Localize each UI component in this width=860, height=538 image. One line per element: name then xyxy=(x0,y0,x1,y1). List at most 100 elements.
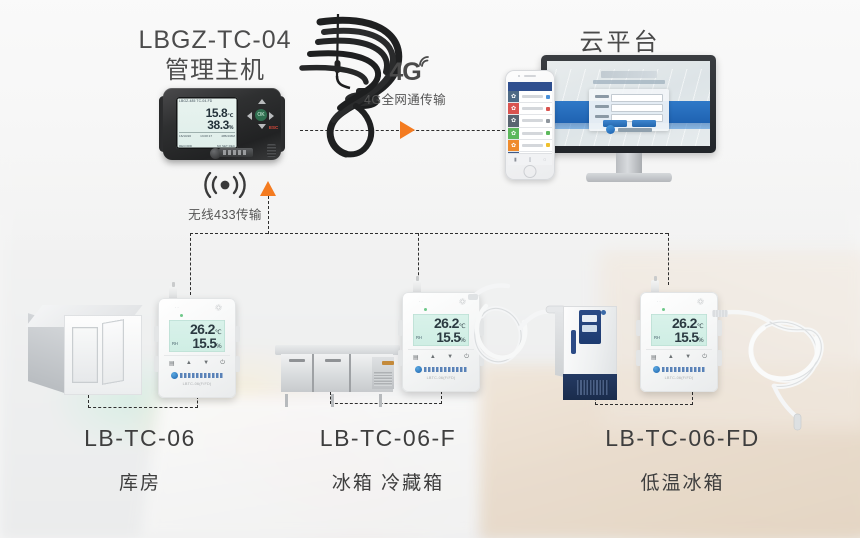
list-icon: ✿ xyxy=(508,139,519,151)
list-item[interactable]: ✿ xyxy=(508,127,552,140)
sensor-hum-value: 15.5 xyxy=(674,330,699,345)
login-submit-button[interactable] xyxy=(602,120,627,127)
sensor-antenna-icon xyxy=(169,282,177,300)
wireless-link-cn: 无线433传输 xyxy=(188,208,262,222)
bus-drop-left xyxy=(190,233,191,295)
monitor-stand-neck xyxy=(615,153,642,175)
down-arrow-icon[interactable] xyxy=(258,124,266,129)
sensor-button-row[interactable]: ▤ ▲ ▼ ⏻ xyxy=(651,352,707,362)
host-dial-knob[interactable] xyxy=(210,148,221,159)
fridge-door-seam xyxy=(349,354,351,392)
sensor-temperature: 26.2℃ xyxy=(672,315,704,331)
mobile-phone[interactable]: ✿ ✿ ✿ ✿ ✿ ✿ ▮ ▯ ◌ xyxy=(505,70,555,180)
screen-footer xyxy=(605,125,652,134)
sensor-button-row[interactable]: ▤ ▲ ▼ ⏻ xyxy=(169,358,225,368)
up-arrow-icon[interactable]: ▲ xyxy=(667,354,674,360)
power-icon[interactable]: ⏻ xyxy=(464,353,469,360)
list-icon: ✿ xyxy=(508,127,519,139)
sensor-mount-tab xyxy=(717,320,722,336)
login-reset-button[interactable] xyxy=(631,120,656,127)
host-cn-label: 管理主机 xyxy=(165,57,265,84)
host-screen-footer: RECORD NO SET REC xyxy=(179,144,235,148)
list-item[interactable]: ✿ xyxy=(508,103,552,116)
tab-profile[interactable]: ◌ xyxy=(543,156,547,163)
tie-fridge-left xyxy=(330,392,331,404)
list-text xyxy=(522,143,543,147)
sensor-temp-unit: ℃ xyxy=(458,324,466,330)
up-arrow-icon[interactable]: ▲ xyxy=(429,354,436,360)
host-screen-date: 16/10/20 xyxy=(179,134,192,138)
sensor-rh-tag: RH xyxy=(654,335,660,340)
badge-4g: 4G xyxy=(389,56,429,87)
sensor-model-print: LBTC-06(F/FD) xyxy=(182,382,212,386)
sensor-brand xyxy=(415,366,467,373)
host-temp-value: 15.8 xyxy=(205,106,228,120)
ok-button[interactable]: OK xyxy=(255,109,267,121)
caption-code: LB-TC-06 xyxy=(84,425,196,451)
status-badge xyxy=(546,131,550,136)
monitor-bezel xyxy=(541,55,716,153)
sensor-lcd: 26.2℃ RH 15.5% xyxy=(169,320,225,352)
phone-home-button[interactable] xyxy=(523,165,537,178)
wireless-sensor-ult[interactable]: ·· 26.2℃ RH 15.5% ▤ ▲ ▼ ⏻ LBTC-06(F/FD) xyxy=(636,276,722,392)
list-item[interactable]: ✿ xyxy=(508,91,552,104)
power-icon[interactable]: ⏻ xyxy=(702,353,707,360)
power-icon[interactable]: ⏻ xyxy=(220,359,225,366)
left-arrow-icon[interactable] xyxy=(247,112,252,120)
tab-home[interactable]: ▮ xyxy=(513,156,517,163)
phone-tabbar[interactable]: ▮ ▯ ◌ xyxy=(508,153,552,165)
list-item[interactable]: ✿ xyxy=(508,139,552,152)
sensor-brand xyxy=(171,372,223,379)
esc-button[interactable]: ESC xyxy=(269,125,279,130)
sensor-temp-unit: ℃ xyxy=(214,330,222,336)
login-panel[interactable] xyxy=(588,89,669,131)
sensor-button-row[interactable]: ▤ ▲ ▼ ⏻ xyxy=(413,352,469,362)
fridge-leg xyxy=(379,394,382,407)
desktop-monitor[interactable] xyxy=(541,55,716,185)
sensor-temp-value: 26.2 xyxy=(672,315,697,331)
caption-ult: LB-TC-06-FD 低温冰箱 xyxy=(560,425,805,495)
management-host-device[interactable]: LBGZ-485 TC-04-FD 15.8℃ 38.3% 16/10/20 1… xyxy=(159,88,285,160)
bus-uplink-to-host xyxy=(268,196,269,234)
gear-icon xyxy=(459,298,466,305)
fridge-handle xyxy=(289,359,305,362)
tab-list[interactable]: ▯ xyxy=(528,156,532,163)
tie-coldroom-right xyxy=(197,396,198,408)
sensor-hum-value: 15.5 xyxy=(192,336,217,351)
sensor-divider xyxy=(408,349,474,350)
monitor-stand-base xyxy=(585,173,672,182)
menu-icon[interactable]: ▤ xyxy=(413,354,419,361)
sensor-mount-tab xyxy=(235,356,240,372)
bus-drop-mid xyxy=(418,233,419,285)
monitor-screen xyxy=(547,61,710,146)
menu-icon[interactable]: ▤ xyxy=(651,354,657,361)
sensor-mount-tab xyxy=(636,350,641,366)
menu-icon[interactable]: ▤ xyxy=(169,360,175,367)
wireless-sensor-coldroom[interactable]: ·· 26.2℃ RH 15.5% ▤ ▲ ▼ ⏻ LBTC-06(F/FD) xyxy=(154,282,240,398)
up-arrow-icon[interactable] xyxy=(258,99,266,104)
tie-ult-right xyxy=(692,387,693,405)
login-user-input[interactable] xyxy=(610,93,663,102)
host-model-label: LBGZ-TC-04 xyxy=(138,26,292,54)
host-hum-unit: % xyxy=(228,125,233,131)
down-arrow-icon[interactable]: ▼ xyxy=(685,354,692,360)
host-temp-unit: ℃ xyxy=(227,113,233,119)
host-vent-grille xyxy=(267,144,276,157)
sensor-mount-tab xyxy=(479,350,484,366)
sensor-mount-tab xyxy=(154,356,159,372)
bus-drop-right xyxy=(668,233,669,285)
sensor-hum-unit: % xyxy=(460,338,465,344)
list-text xyxy=(522,131,543,135)
antenna-and-coil-cable xyxy=(299,13,403,158)
footer-brand-icon xyxy=(605,125,615,134)
up-arrow-icon[interactable]: ▲ xyxy=(185,360,192,366)
wireless-sensor-fridge[interactable]: ·· 26.2℃ RH 15.5% ▤ ▲ ▼ ⏻ LBTC-06(F/FD) xyxy=(398,276,484,392)
login-pass-label xyxy=(594,105,609,108)
list-item[interactable]: ✿ xyxy=(508,115,552,128)
caption-code: LB-TC-06-F xyxy=(319,425,457,451)
down-arrow-icon[interactable]: ▼ xyxy=(447,354,454,360)
host-keypad[interactable]: OK ESC xyxy=(247,99,279,133)
down-arrow-icon[interactable]: ▼ xyxy=(203,360,210,366)
login-pass-input[interactable] xyxy=(610,103,663,112)
right-arrow-icon[interactable] xyxy=(269,112,274,120)
